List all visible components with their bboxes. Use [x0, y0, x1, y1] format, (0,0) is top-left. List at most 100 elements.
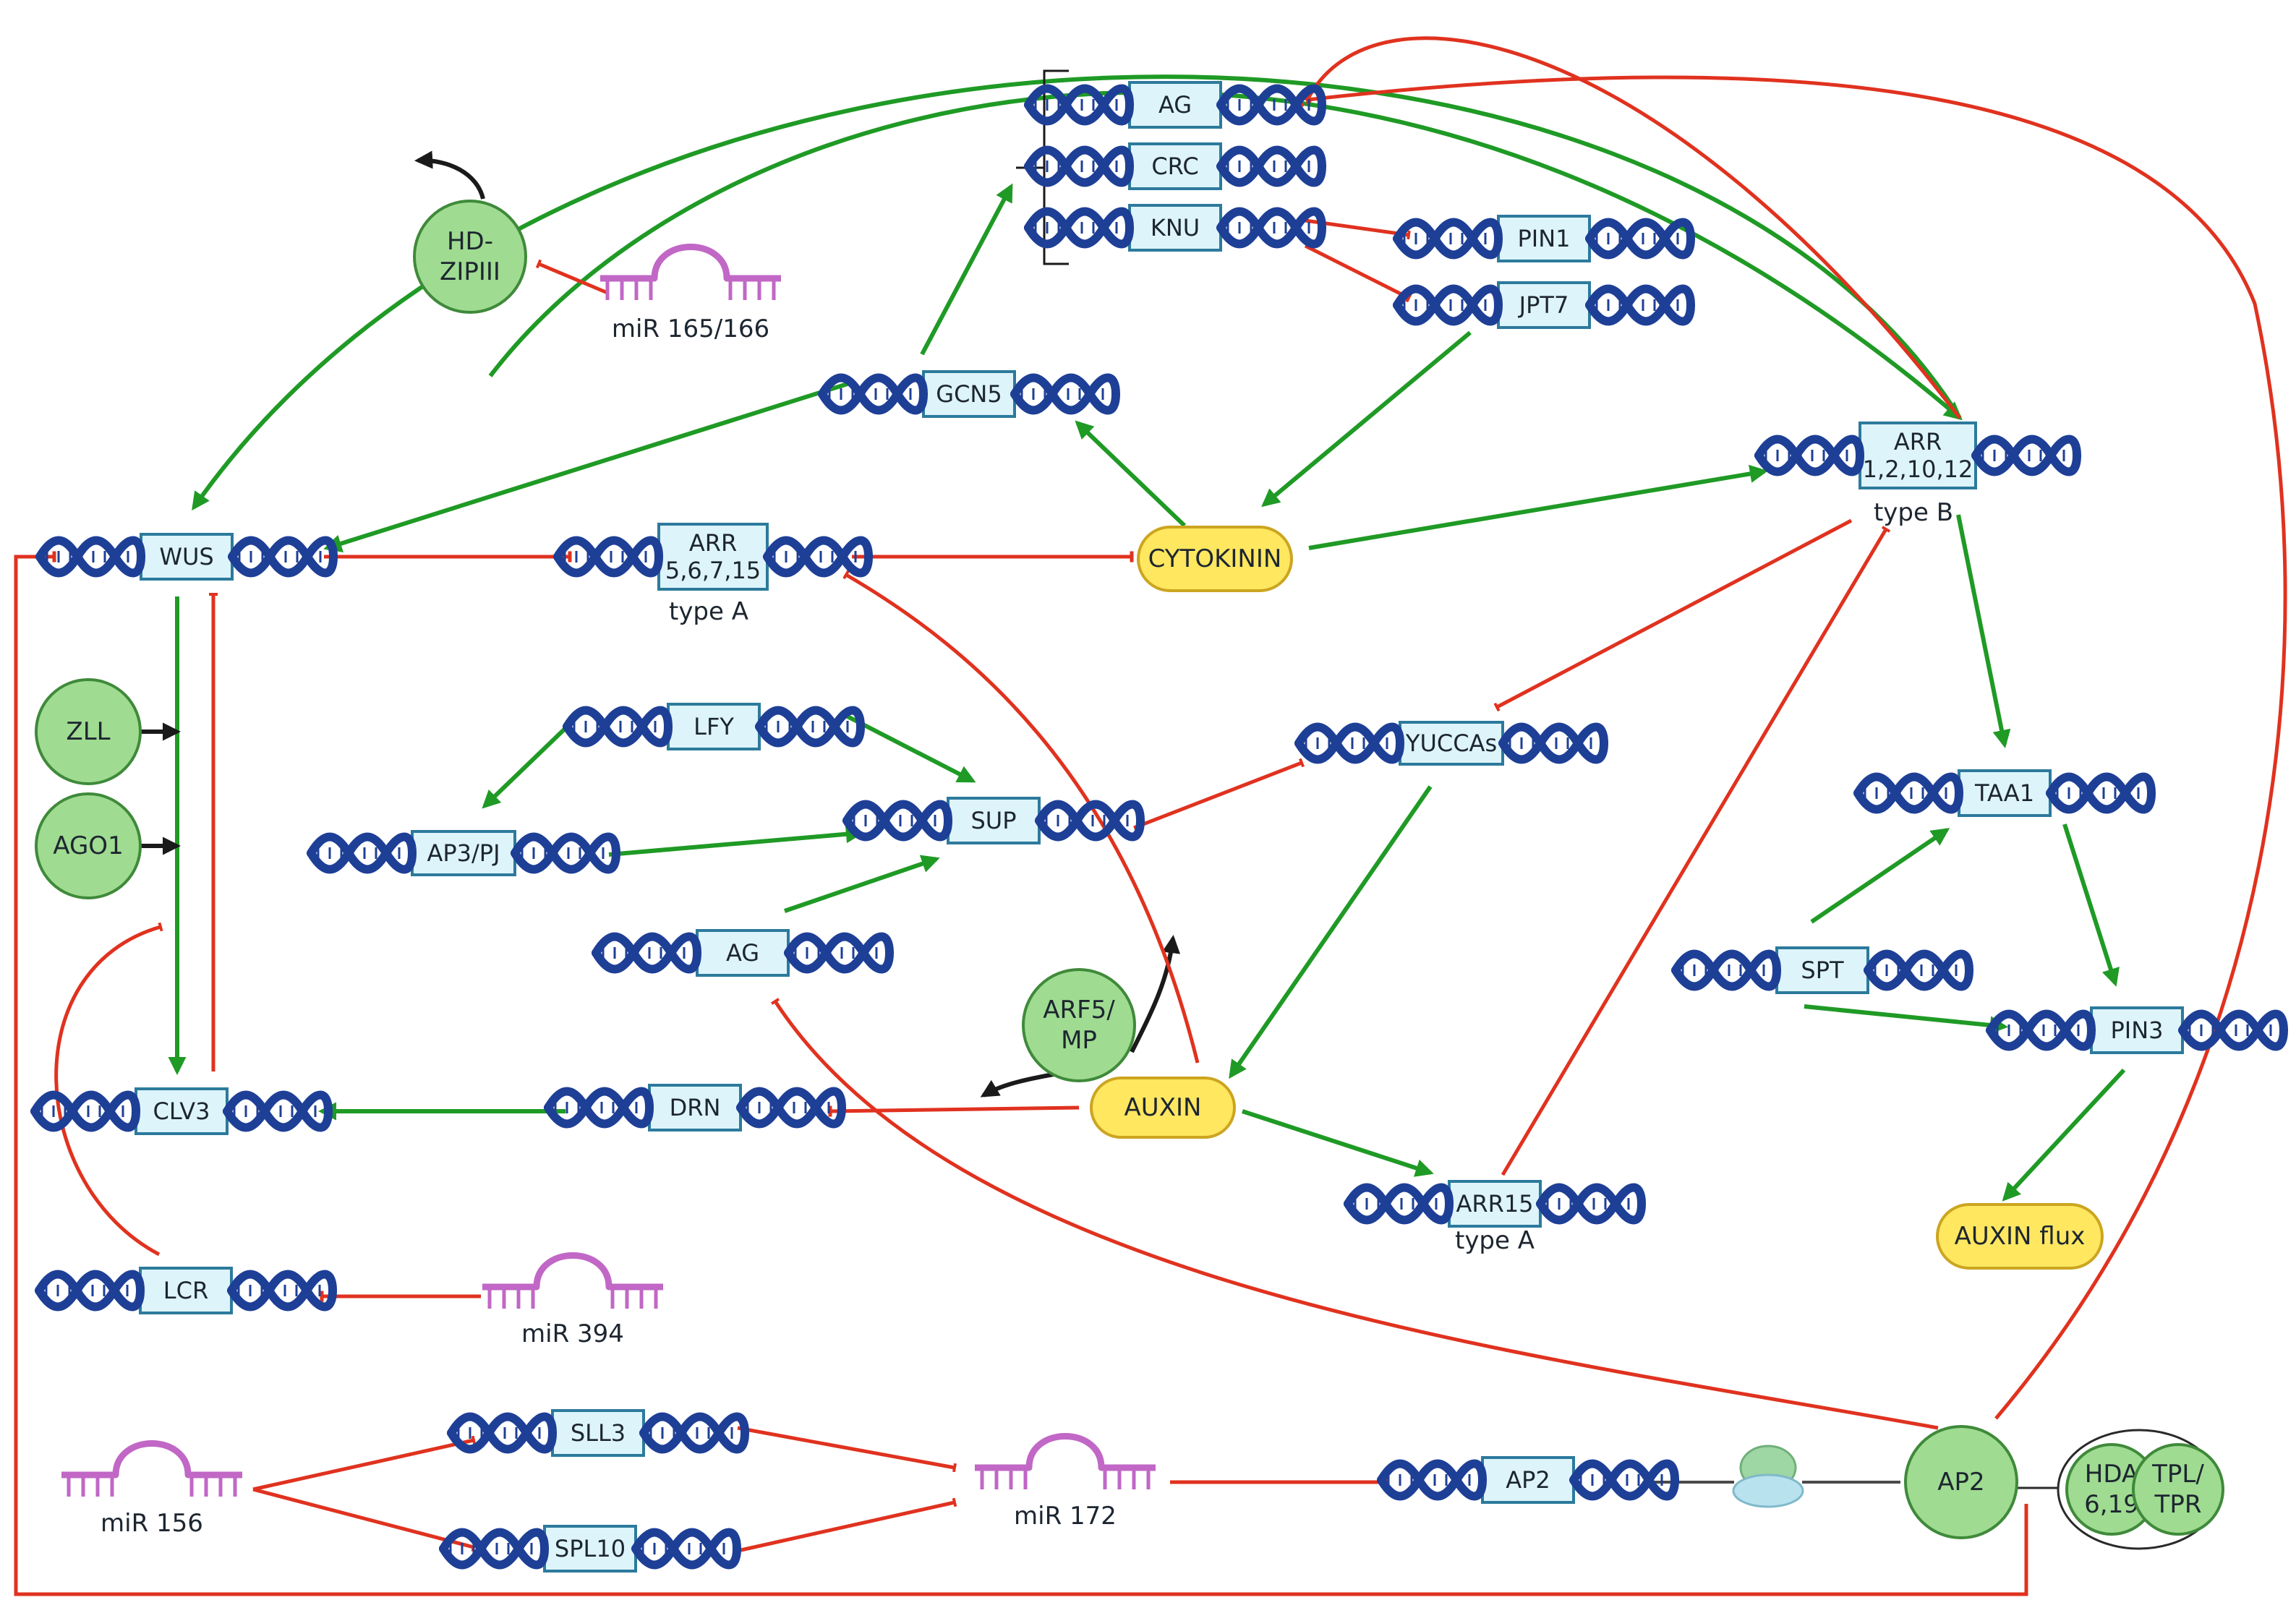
mirna-hairpin [600, 244, 781, 282]
edge-auxin-to-arr-a [842, 570, 1200, 1064]
dna-helix-right [784, 932, 894, 974]
dna-helix-right [1585, 284, 1695, 326]
dna-helix-left [439, 1528, 549, 1570]
edge-lcr-to-clv3-stem [54, 922, 163, 1257]
dna-helix-left [1853, 772, 1963, 814]
dna-helix-right [736, 1087, 846, 1129]
type-note: type A [1455, 1226, 1535, 1255]
edge-knu-to-jpt7 [1304, 244, 1412, 303]
dna-helix-left [1393, 284, 1503, 326]
dna-helix-right [763, 536, 873, 578]
protein-label: ZLL [66, 717, 110, 746]
gene-ap2_gene: AP2 [1481, 1456, 1575, 1504]
edge-gcn5-to-wus [323, 381, 850, 552]
dna-helix-right [1498, 722, 1608, 764]
dna-helix-right [755, 706, 865, 748]
hormone-label: AUXIN flux [1955, 1222, 2086, 1251]
gene-label: TAA1 [1974, 779, 2034, 807]
hormone-cytokinin: CYTOKININ [1137, 526, 1293, 592]
gene-ag_mid: AG [696, 929, 790, 977]
gene-label: JPT7 [1518, 291, 1569, 319]
dna-helix-left [1024, 84, 1134, 126]
mirna-mir165: miR 165/166 [600, 244, 781, 343]
dna-helix-left [1754, 435, 1864, 476]
regulatory-edges [14, 36, 2287, 1596]
edge-lfy-to-sup [845, 714, 976, 783]
gene-label: CLV3 [153, 1098, 210, 1125]
protein-label-line1: ARF5/ [1043, 996, 1115, 1024]
protein-label: AP2 [1937, 1468, 1984, 1497]
dna-helix-left [1377, 1459, 1487, 1501]
edge-ag-to-sup [784, 855, 940, 913]
edge-sll3-to-mir172 [737, 1426, 957, 1473]
edge-yuccas-to-auxin [1229, 785, 1433, 1079]
dna-helix-left [1393, 218, 1503, 260]
protein-circle [2132, 1443, 2224, 1536]
mirna-hairpin [482, 1252, 663, 1291]
dna-helix-right [2046, 772, 2156, 814]
dna-helix-right [1216, 207, 1326, 249]
dna-helix-left [1986, 1009, 2096, 1051]
gene-label: AG [726, 939, 759, 967]
protein-tpl: TPL/TPR [2132, 1443, 2224, 1536]
dna-helix-right [511, 832, 620, 874]
dna-helix-right [1010, 373, 1120, 415]
mirna-label: miR 156 [101, 1509, 203, 1538]
edge-ap3-to-sup [608, 825, 865, 857]
protein-label-line2: MP [1061, 1026, 1097, 1055]
type-note: type B [1874, 498, 1953, 527]
dna-helix-left [35, 1270, 145, 1312]
gene-taa1: TAA1 [1958, 769, 2052, 817]
type-note: type A [669, 597, 748, 626]
ribosome-icon [1732, 1445, 1804, 1508]
edge-arr15-to-arr-b [1501, 526, 1891, 1176]
dna-helix-right [631, 1528, 741, 1570]
gene-label: AG [1158, 91, 1192, 119]
gene-label: LFY [694, 713, 734, 740]
edge-ap2-to-ag [770, 998, 1939, 1430]
dna-helix-left [1294, 722, 1404, 764]
mirna-label: miR 172 [1014, 1502, 1117, 1531]
gene-label: WUS [159, 543, 213, 570]
gene-lcr: LCR [139, 1267, 233, 1314]
edge-ap2-to-ag-top [1305, 75, 2287, 1420]
gene-sup: SUP [947, 797, 1041, 844]
gene-arr_b: ARR1,2,10,12 [1858, 422, 1977, 489]
dna-helix-left [544, 1087, 654, 1129]
gene-pin3: PIN3 [2090, 1006, 2184, 1054]
edge-arr-b-inhibits-ag [1302, 36, 1961, 419]
dna-helix-right [1216, 84, 1326, 126]
gene-box [551, 1409, 645, 1457]
protein-circle [413, 200, 527, 314]
edge-mir156-to-spl10 [252, 1487, 477, 1552]
dna-helix-right [2178, 1009, 2288, 1051]
dna-helix-left [35, 536, 145, 578]
gene-label: AP3/PJ [427, 839, 500, 867]
edge-mir165-to-hdzip [535, 259, 608, 295]
gene-drn: DRN [648, 1084, 742, 1131]
edge-spl10-to-mir172 [737, 1497, 957, 1553]
edge-hdzip-to-wus [414, 150, 485, 200]
edge-auxin-to-drn [828, 1105, 1080, 1117]
mirna-mir394: miR 394 [482, 1252, 663, 1348]
dna-helix-right [1569, 1459, 1679, 1501]
gene-pin1: PIN1 [1497, 215, 1591, 262]
dna-helix-left [592, 932, 701, 974]
gene-label: ARR15 [1456, 1190, 1533, 1218]
hormone-auxin: AUXIN [1090, 1077, 1236, 1139]
protein-ago1: AGO1 [35, 792, 142, 899]
dna-helix-left [307, 832, 417, 874]
dna-helix-right [1035, 800, 1145, 842]
edge-arr-b-to-taa1 [1956, 514, 2011, 748]
protein-zll: ZLL [35, 678, 142, 785]
gene-label-line1: ARR [689, 529, 737, 557]
mirna-label: miR 165/166 [612, 315, 769, 343]
gene-label: PIN1 [1517, 225, 1570, 252]
protein-label-line1: HDA [2085, 1460, 2138, 1489]
mirna-mir172: miR 172 [975, 1433, 1156, 1531]
edge-gcn5-to-ag-cluster [920, 183, 1013, 356]
gene-arr15: ARR15 [1448, 1180, 1542, 1228]
protein-circle [35, 792, 142, 899]
